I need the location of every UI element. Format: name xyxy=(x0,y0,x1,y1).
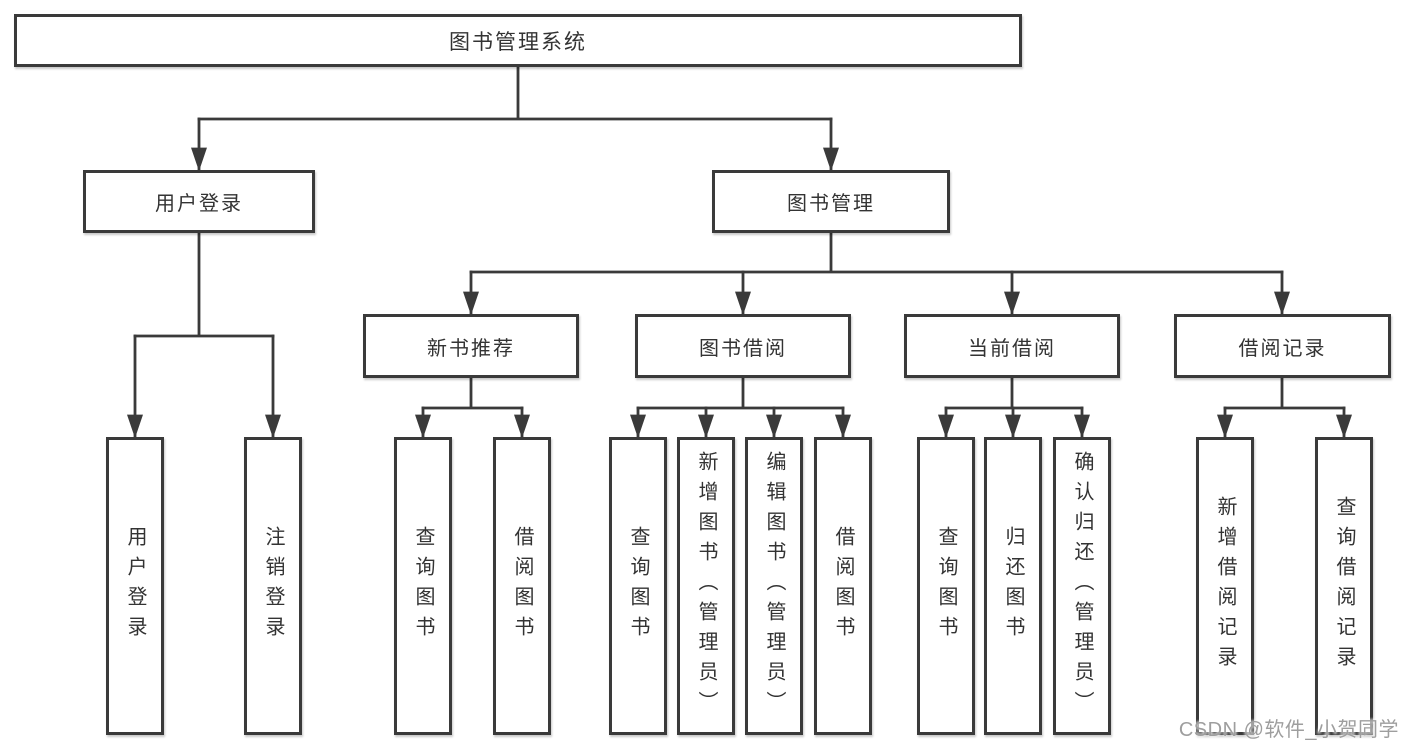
node-root-label: 图书管理系统 xyxy=(449,30,587,54)
connector-borrow-records-children xyxy=(1217,376,1352,439)
node-current-borrow: 当前借阅 xyxy=(904,314,1120,378)
node-book-management-label: 图书管理 xyxy=(787,193,875,215)
connector-new-book-recommend-children xyxy=(415,376,530,439)
node-new-book-recommend-label: 新书推荐 xyxy=(427,337,515,360)
leaf-user-login-label: 用户登录 xyxy=(124,526,146,646)
leaf-confirm-return-admin-label: 确认归还（管理员） xyxy=(1071,451,1093,721)
node-current-borrow-label: 当前借阅 xyxy=(968,337,1056,360)
connector-book-borrow-children xyxy=(630,376,851,439)
connector-book-management-children xyxy=(463,231,1290,316)
leaf-borrow-books-recommend-label: 借阅图书 xyxy=(511,526,533,646)
leaf-borrow-books: 借阅图书 xyxy=(814,437,872,735)
connector-root-to-level2 xyxy=(191,64,839,172)
leaf-return-book: 归还图书 xyxy=(984,437,1042,735)
node-borrow-records-label: 借阅记录 xyxy=(1238,337,1327,360)
connector-user-login-children xyxy=(127,231,281,439)
leaf-query-books-recommend: 查询图书 xyxy=(394,437,452,735)
leaf-add-borrow-record: 新增借阅记录 xyxy=(1196,437,1254,735)
leaf-query-books-borrow-label: 查询图书 xyxy=(627,526,649,646)
leaf-add-book-admin-label: 新增图书（管理员） xyxy=(695,451,717,721)
leaf-query-borrow-record: 查询借阅记录 xyxy=(1315,437,1373,735)
node-new-book-recommend: 新书推荐 xyxy=(363,314,579,378)
leaf-query-books-current-label: 查询图书 xyxy=(935,526,957,646)
leaf-user-login: 用户登录 xyxy=(106,437,164,735)
leaf-query-borrow-record-label: 查询借阅记录 xyxy=(1333,496,1355,676)
leaf-borrow-books-recommend: 借阅图书 xyxy=(493,437,551,735)
leaf-confirm-return-admin: 确认归还（管理员） xyxy=(1053,437,1111,735)
leaf-logout-label: 注销登录 xyxy=(262,526,284,646)
leaf-edit-book-admin-label: 编辑图书（管理员） xyxy=(763,451,785,721)
leaf-add-book-admin: 新增图书（管理员） xyxy=(677,437,735,735)
leaf-query-books-current: 查询图书 xyxy=(917,437,975,735)
node-book-borrow: 图书借阅 xyxy=(635,314,851,378)
node-user-login: 用户登录 xyxy=(83,170,315,233)
node-borrow-records: 借阅记录 xyxy=(1174,314,1391,378)
node-user-login-label: 用户登录 xyxy=(155,193,243,215)
node-root-library-system: 图书管理系统 xyxy=(14,14,1022,67)
leaf-query-books-recommend-label: 查询图书 xyxy=(412,526,434,646)
leaf-query-books-borrow: 查询图书 xyxy=(609,437,667,735)
node-book-management: 图书管理 xyxy=(712,170,950,233)
node-book-borrow-label: 图书借阅 xyxy=(699,337,787,360)
leaf-logout: 注销登录 xyxy=(244,437,302,735)
csdn-watermark: CSDN @软件_小贺同学 xyxy=(1178,719,1399,741)
connector-current-borrow-children xyxy=(938,376,1090,439)
leaf-borrow-books-label: 借阅图书 xyxy=(832,526,854,646)
leaf-edit-book-admin: 编辑图书（管理员） xyxy=(745,437,803,735)
leaf-return-book-label: 归还图书 xyxy=(1002,526,1024,646)
leaf-add-borrow-record-label: 新增借阅记录 xyxy=(1214,496,1236,676)
